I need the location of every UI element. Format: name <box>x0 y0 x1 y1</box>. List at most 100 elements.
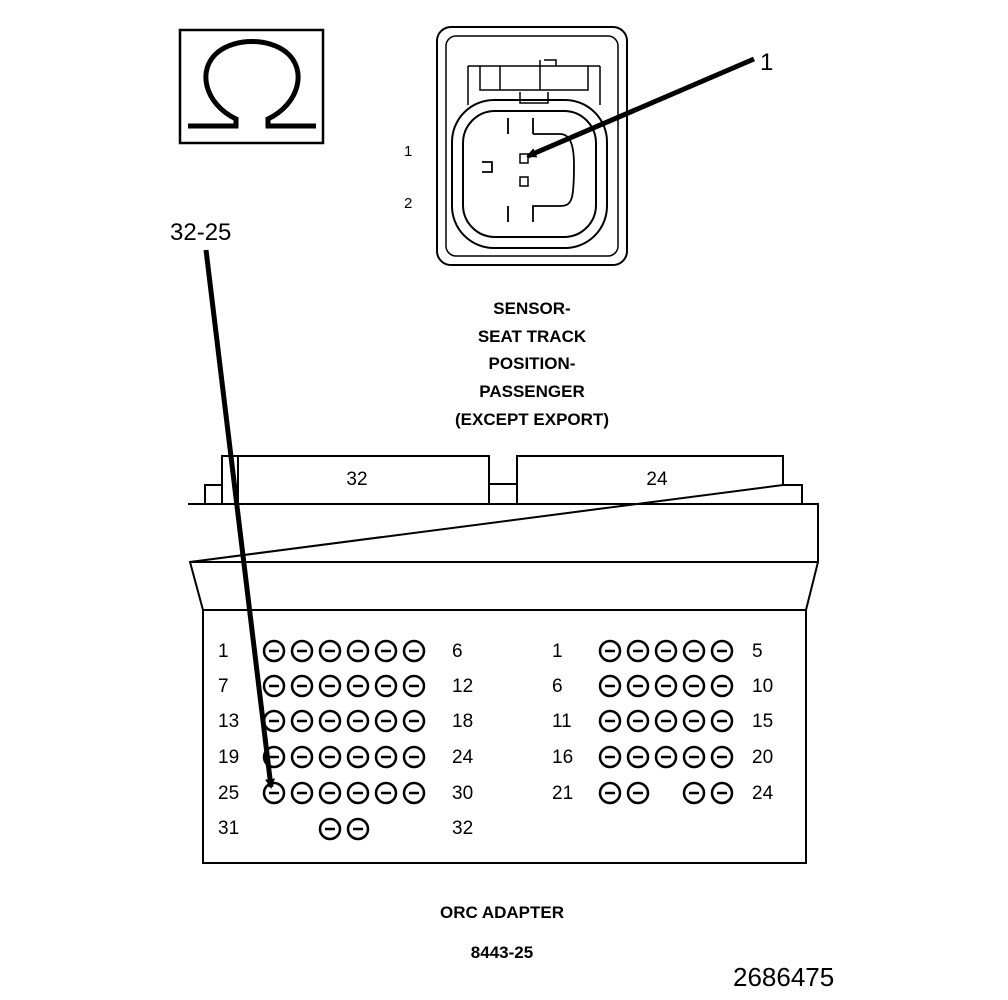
left-row-3-end: 18 <box>452 711 473 732</box>
right-pin-6 <box>598 674 622 698</box>
right-row-1-end: 5 <box>752 641 763 662</box>
left-pin-13 <box>262 709 286 733</box>
right-row-4-end: 20 <box>752 747 773 768</box>
adapter-pin-cavities <box>262 639 734 841</box>
callout-1-arrow <box>526 56 755 159</box>
left-pin-16 <box>346 709 370 733</box>
left-grid-labels: 1 7 13 19 25 31 6 12 18 24 30 32 <box>218 641 474 839</box>
left-pin-25 <box>262 781 286 805</box>
right-pin-1 <box>598 639 622 663</box>
right-row-3-start: 11 <box>552 711 572 732</box>
adapter-tab-24-label: 24 <box>646 469 668 490</box>
right-pin-8 <box>654 674 678 698</box>
left-pin-5 <box>374 639 398 663</box>
adapter-tab-32 <box>221 455 490 505</box>
left-pin-3 <box>318 639 342 663</box>
left-pin-6 <box>402 639 426 663</box>
left-row-1-end: 6 <box>452 641 463 662</box>
left-row-2-start: 7 <box>218 676 229 697</box>
left-pin-31 <box>318 817 342 841</box>
left-pin-12 <box>402 674 426 698</box>
left-pin-17 <box>374 709 398 733</box>
figure-id: 2686475 <box>733 962 834 992</box>
left-row-2-end: 12 <box>452 676 473 697</box>
right-pin-13 <box>654 709 678 733</box>
left-pin-32 <box>346 817 370 841</box>
right-row-2-end: 10 <box>752 676 773 697</box>
left-pin-1 <box>262 639 286 663</box>
right-pin-15 <box>710 709 734 733</box>
callout-1-label: 1 <box>760 49 773 76</box>
right-pin-7 <box>626 674 650 698</box>
left-pin-18 <box>402 709 426 733</box>
ohmmeter-symbol <box>178 28 325 145</box>
left-pin-29 <box>374 781 398 805</box>
left-row-6-end: 32 <box>452 818 473 839</box>
sensor-caption: SENSOR- SEAT TRACK POSITION- PASSENGER (… <box>455 299 609 429</box>
right-pin-20 <box>710 745 734 769</box>
left-pin-20 <box>290 745 314 769</box>
left-pin-9 <box>318 674 342 698</box>
sensor-pin-label-2: 2 <box>404 195 412 212</box>
right-row-3-end: 15 <box>752 711 773 732</box>
sensor-pin-label-1: 1 <box>404 143 412 160</box>
sensor-caption-line-2: SEAT TRACK <box>478 327 587 346</box>
left-pin-15 <box>318 709 342 733</box>
right-pin-23 <box>682 781 706 805</box>
left-row-5-start: 25 <box>218 783 239 804</box>
left-row-4-end: 24 <box>452 747 474 768</box>
sensor-caption-line-5: (EXCEPT EXPORT) <box>455 410 609 429</box>
left-pin-8 <box>290 674 314 698</box>
right-row-2-start: 6 <box>552 676 563 697</box>
right-pin-18 <box>654 745 678 769</box>
left-pin-28 <box>346 781 370 805</box>
adapter-part-number: 8443-25 <box>471 943 533 962</box>
left-pin-24 <box>402 745 426 769</box>
right-pin-10 <box>710 674 734 698</box>
left-row-5-end: 30 <box>452 783 473 804</box>
right-pin-2 <box>626 639 650 663</box>
right-pin-4 <box>682 639 706 663</box>
right-pin-21 <box>598 781 622 805</box>
ohm-icon <box>188 39 316 129</box>
right-row-5-start: 21 <box>552 783 573 804</box>
right-pin-14 <box>682 709 706 733</box>
right-row-5-end: 24 <box>752 783 774 804</box>
callout-32-25: 32-25 <box>170 219 276 789</box>
left-pin-4 <box>346 639 370 663</box>
left-row-3-start: 13 <box>218 711 239 732</box>
right-pin-19 <box>682 745 706 769</box>
right-pin-22 <box>626 781 650 805</box>
right-pin-17 <box>626 745 650 769</box>
right-pin-9 <box>682 674 706 698</box>
sensor-cavity-2 <box>519 176 529 187</box>
sensor-cavity-1 <box>519 153 529 164</box>
left-row-1-start: 1 <box>218 641 229 662</box>
right-pin-16 <box>598 745 622 769</box>
right-pin-3 <box>654 639 678 663</box>
sensor-caption-line-3: POSITION- <box>489 354 576 373</box>
right-pin-12 <box>626 709 650 733</box>
left-row-6-start: 31 <box>218 818 239 839</box>
left-pin-27 <box>318 781 342 805</box>
left-pin-10 <box>346 674 370 698</box>
left-pin-26 <box>290 781 314 805</box>
sensor-caption-line-4: PASSENGER <box>479 382 585 401</box>
callout-32-25-arrow <box>203 249 276 789</box>
left-pin-22 <box>346 745 370 769</box>
callout-1: 1 <box>526 49 773 159</box>
callout-32-25-label: 32-25 <box>170 219 231 246</box>
left-pin-11 <box>374 674 398 698</box>
left-pin-30 <box>402 781 426 805</box>
left-pin-21 <box>318 745 342 769</box>
right-grid-labels: 1 6 11 16 21 5 10 15 20 24 <box>552 641 774 804</box>
left-pin-7 <box>262 674 286 698</box>
orc-adapter: 32 24 1 7 13 19 25 31 6 12 18 24 30 32 1… <box>188 455 819 864</box>
left-pin-23 <box>374 745 398 769</box>
right-pin-11 <box>598 709 622 733</box>
sensor-caption-line-1: SENSOR- <box>493 299 570 318</box>
adapter-caption: ORC ADAPTER <box>440 903 564 922</box>
adapter-tab-32-label: 32 <box>346 469 367 490</box>
right-row-4-start: 16 <box>552 747 573 768</box>
